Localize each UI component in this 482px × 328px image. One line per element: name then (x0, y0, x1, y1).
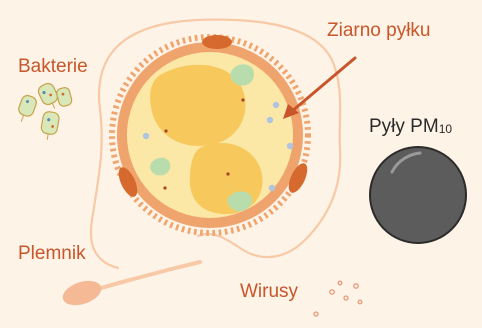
virus-label: Wirusy (240, 282, 298, 301)
virus (338, 281, 342, 285)
sperm-label: Plemnik (18, 244, 86, 263)
bacteria-label: Bakterie (18, 57, 88, 76)
bacterium (15, 94, 38, 125)
virus (330, 290, 334, 294)
pollen-granule (287, 143, 293, 149)
pollen-speck (164, 129, 167, 132)
pollen-speck (241, 98, 244, 101)
pollen-speck (163, 186, 166, 189)
bacteria-icon (15, 82, 73, 142)
pollen-granule (143, 133, 149, 139)
virus (358, 300, 362, 304)
bacterium (39, 111, 60, 141)
virus-icon (314, 281, 362, 316)
pollen-speck (226, 172, 229, 175)
pm10-label: Pyły PM10 (369, 117, 452, 136)
virus (354, 284, 358, 288)
pm10-particle-icon (370, 147, 466, 243)
pollen-granule (267, 117, 273, 123)
sperm-head (60, 276, 105, 309)
virus (344, 296, 348, 300)
pollen-label: Ziarno pyłku (327, 21, 431, 40)
pm10-label-subscript: 10 (439, 122, 452, 136)
virus (314, 312, 318, 316)
sperm-icon (60, 262, 200, 310)
pm10-label-prefix: Pyły PM (369, 116, 439, 137)
bacterium (56, 87, 73, 108)
pollen-grain-icon (112, 35, 311, 233)
pollen-granule (273, 102, 279, 108)
pollen-granule (269, 185, 275, 191)
pollen-pore-top (202, 35, 232, 49)
